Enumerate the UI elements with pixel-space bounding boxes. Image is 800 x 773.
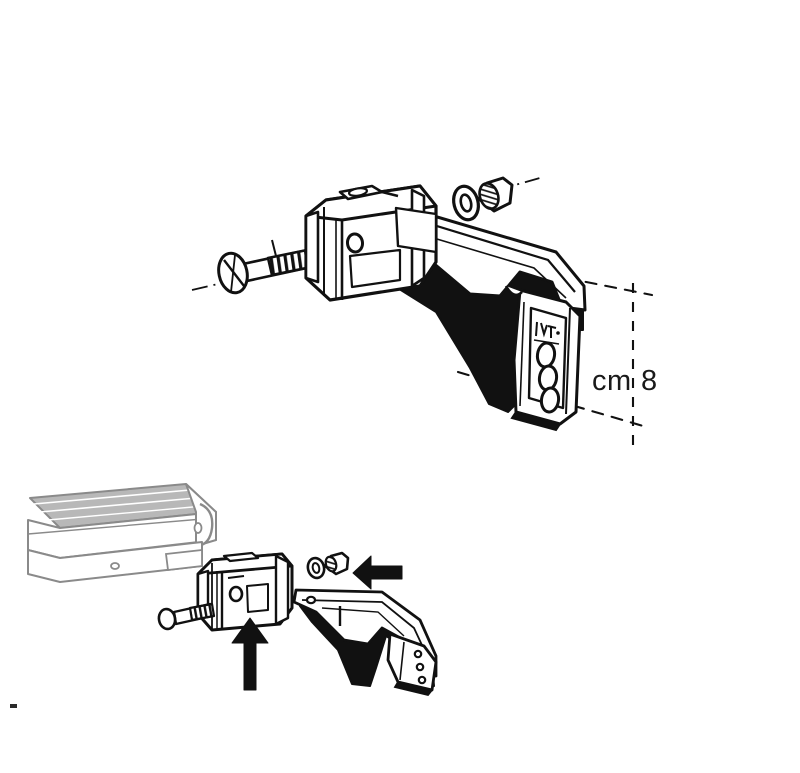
rail-end-hole (193, 522, 203, 534)
rail-top-highlight-1 (33, 489, 191, 505)
clamp-lower-top-tab (222, 551, 260, 563)
rail-end-hook (197, 502, 214, 548)
hex-nut-bore (478, 182, 500, 210)
flat-washer-upper (452, 184, 480, 222)
assembly-arrow-left (352, 555, 403, 590)
bracket-arm-lower-foot-edge (393, 680, 434, 697)
dimension-leader-top (564, 276, 654, 297)
clamp-bolt-hole (345, 232, 365, 254)
clamp-lower-bolt-hole (228, 585, 244, 603)
clamp-body-lower (196, 551, 294, 632)
bracket-arm-lower (292, 588, 438, 697)
bracket-arm-lower-ridge (301, 599, 429, 659)
bolt-lower-thread (188, 602, 216, 622)
hex-nut-lower-bore (324, 555, 338, 573)
bracket-arm-ridge-2 (399, 227, 567, 299)
figure-upper-exploded-bracket-assembly: cm 8 (191, 176, 658, 447)
lower-foot-hole-3 (417, 675, 427, 685)
hex-nut-upper (477, 176, 514, 213)
rail-lower-channel-end (164, 548, 203, 571)
clamp-body-upper (304, 184, 438, 302)
bolt-head-slot-cross (230, 254, 236, 293)
rail-hole (110, 562, 120, 570)
hex-nut-lower (323, 551, 350, 576)
rail-top-highlight-2 (39, 497, 197, 513)
clamp-lower-face-recess (246, 583, 269, 613)
clamp-top-tab-link (381, 190, 399, 198)
slotted-round-head-bolt-upper (191, 239, 331, 295)
clamp-top-tab-slot (347, 187, 369, 197)
scan-artifact-speck (10, 704, 17, 708)
slotted-round-head-bolt-lower (157, 602, 216, 631)
clamp-lower-top-face (196, 552, 294, 576)
arm-elbow-notch (504, 285, 523, 297)
bolt-head-slot (223, 259, 245, 287)
rail-front-line (27, 517, 215, 535)
bracket-arm-lower-foot-line (399, 641, 405, 681)
clamp-lower-rib-right (274, 554, 290, 626)
figure-lower-rail-mounting-assembly (27, 483, 438, 697)
clamp-arm-socket (394, 206, 438, 254)
fastener-group-lower (306, 551, 350, 580)
bracket-foot-inner-line (565, 307, 571, 415)
assembly-arrow-up (231, 617, 269, 691)
dimension-unit-label: cm (592, 365, 632, 397)
clamp-jaw-left (304, 210, 320, 284)
roof-rail (27, 483, 217, 583)
lower-foot-hole-1 (413, 649, 423, 659)
clamp-face-recess (348, 248, 402, 289)
clamp-lower-face-line (227, 575, 245, 579)
foot-hole-3 (539, 386, 561, 414)
bracket-foot-edge (510, 410, 562, 432)
bolt-thread-tick (271, 239, 277, 257)
bracket-arm-lower-hole (305, 595, 317, 605)
fastener-group-upper (452, 176, 541, 222)
dimension-value-label: 8 (641, 365, 658, 397)
rail-top-highlight-3 (47, 505, 205, 521)
bolt-lower-head (157, 607, 177, 631)
bracket-foot-inner-line-2 (519, 301, 525, 407)
lower-foot-hole-2 (415, 662, 425, 672)
